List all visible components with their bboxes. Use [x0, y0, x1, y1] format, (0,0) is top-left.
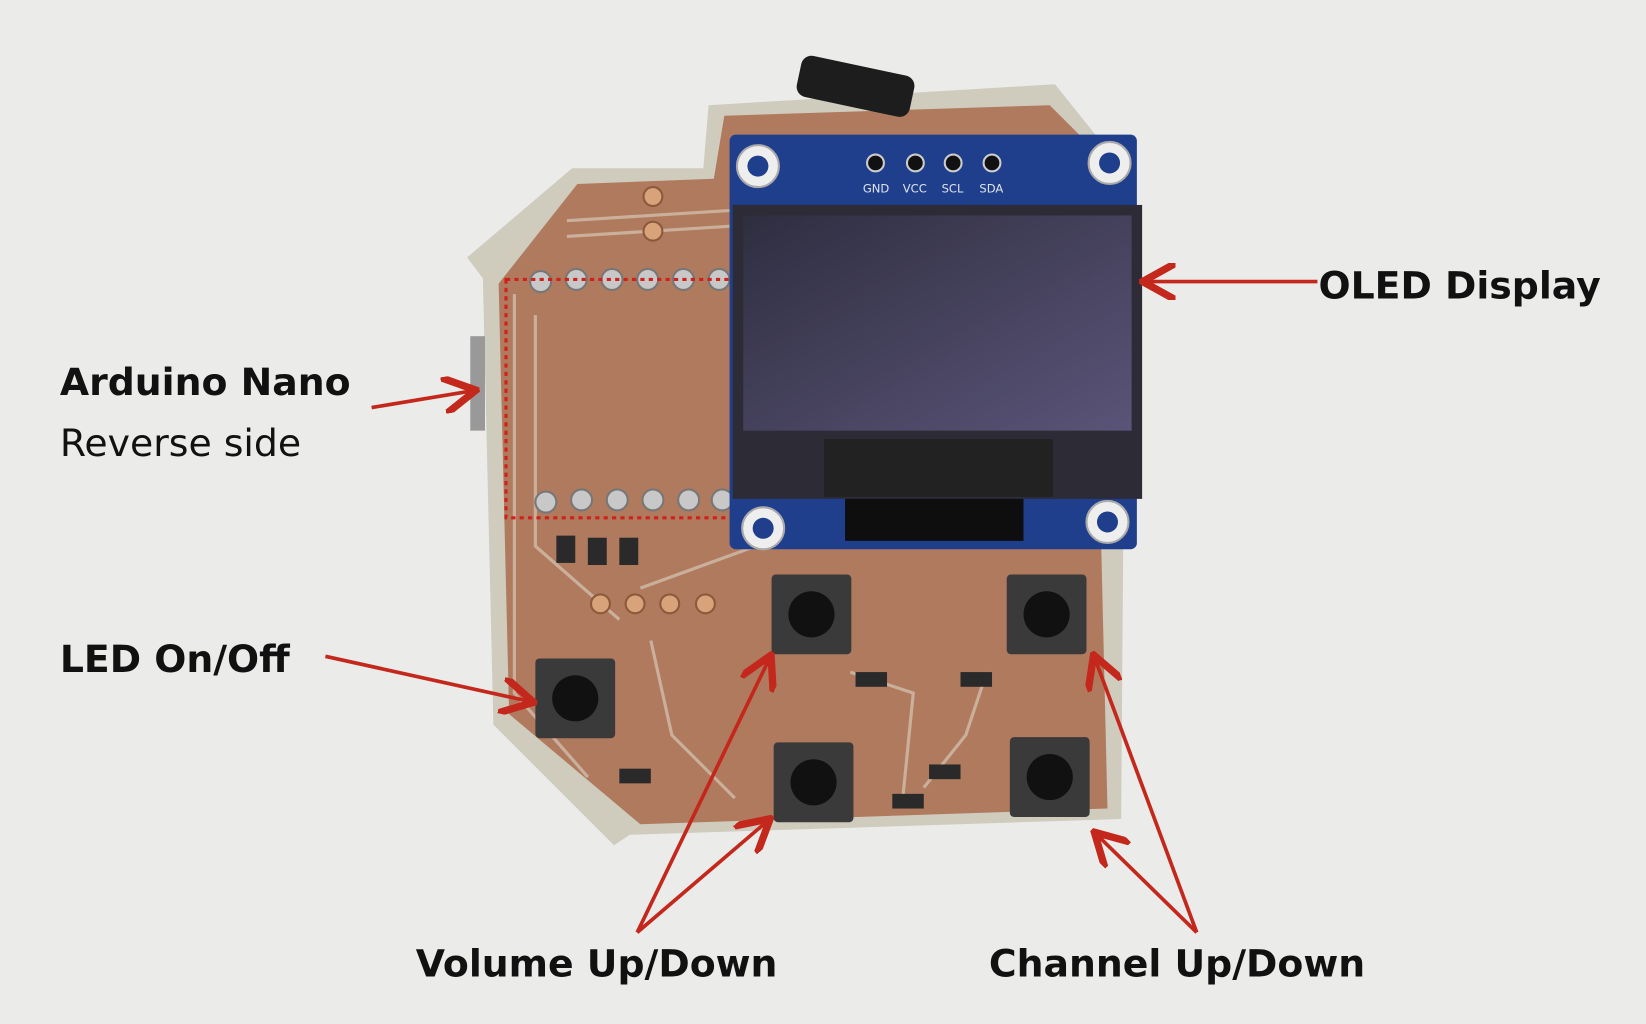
- arrow-volume-down: [636, 821, 767, 934]
- pin-label-scl: SCL: [942, 181, 964, 195]
- arrow-channel-up: [1095, 658, 1199, 934]
- annotation-arrows: [325, 282, 1318, 934]
- label-channel-up-down: Channel Up/Down: [989, 942, 1365, 986]
- buttons: [535, 574, 1090, 823]
- arrow-led: [325, 654, 530, 701]
- pin-label-vcc: VCC: [903, 181, 927, 195]
- label-oled-display: OLED Display: [1318, 263, 1600, 307]
- arrow-arduino: [371, 391, 473, 408]
- pin-label-gnd: GND: [863, 181, 890, 195]
- arrow-volume-up: [635, 658, 769, 934]
- capacitor: [796, 55, 915, 117]
- label-volume-up-down: Volume Up/Down: [416, 942, 778, 986]
- arrow-channel-down: [1097, 835, 1198, 934]
- usb-connector: [470, 336, 485, 431]
- oled-screen: [743, 215, 1132, 431]
- oled-module: GND VCC SCL SDA: [729, 134, 1143, 551]
- label-arduino-nano: Arduino Nano: [60, 360, 351, 404]
- label-led-on-off: LED On/Off: [60, 637, 290, 681]
- label-arduino-reverse-side: Reverse side: [60, 421, 301, 465]
- pin-label-sda: SDA: [979, 181, 1003, 195]
- volume-down-button[interactable]: [773, 742, 854, 823]
- channel-up-button[interactable]: [1006, 574, 1087, 655]
- resistors: [556, 535, 993, 809]
- led-button[interactable]: [535, 658, 616, 739]
- volume-up-button[interactable]: [771, 574, 852, 655]
- channel-down-button[interactable]: [1009, 737, 1090, 817]
